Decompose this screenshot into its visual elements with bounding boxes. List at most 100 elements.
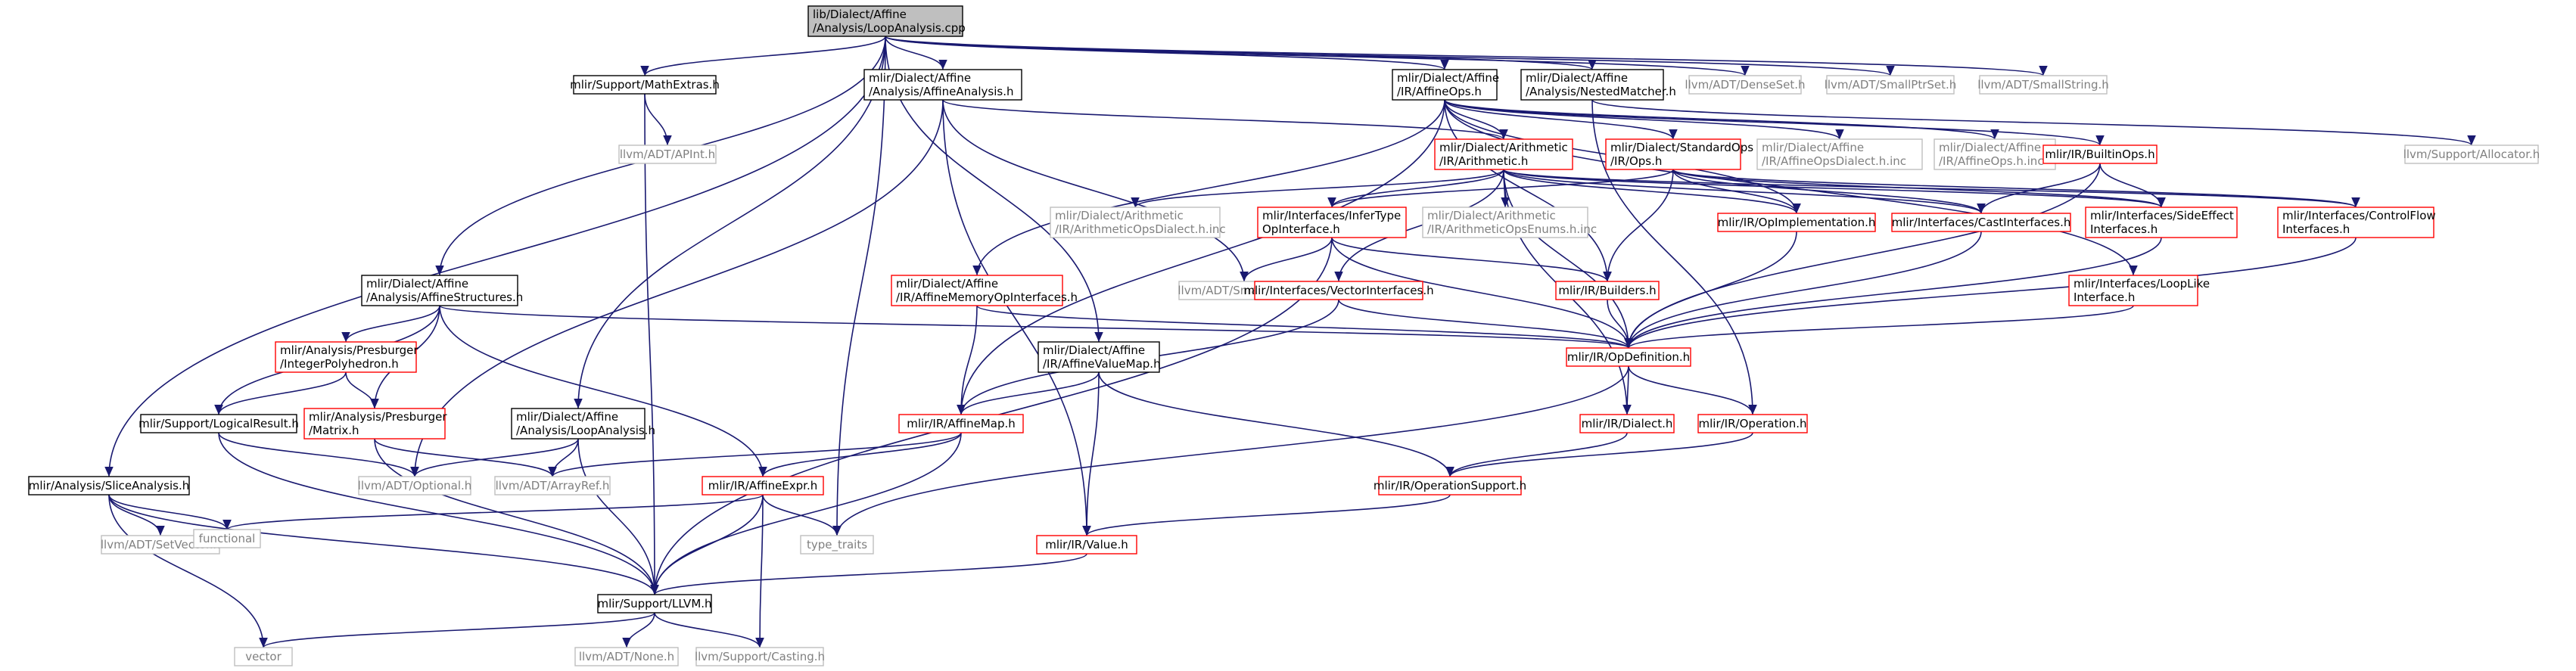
node-nestedmatcher[interactable]: mlir/Dialect/Affine/Analysis/NestedMatch… bbox=[1520, 69, 1676, 101]
dependency-edge-arith-to-sideeffect bbox=[1503, 169, 2166, 208]
dependency-edge-affineanalysis-to-arith bbox=[942, 99, 1508, 140]
dependency-edge-root-to-affineanalysis bbox=[885, 36, 947, 70]
dependency-edge-root-to-slice bbox=[104, 36, 886, 477]
node-label-line: mlir/Support/LogicalResult.h bbox=[138, 417, 299, 430]
dependency-edge-root-to-affineops bbox=[885, 36, 1449, 70]
node-affineops[interactable]: mlir/Dialect/Affine/IR/AffineOps.h bbox=[1392, 69, 1499, 101]
node-functional[interactable]: functional bbox=[193, 529, 261, 548]
dependency-edge-stdops-to-controlflow bbox=[1672, 169, 2360, 208]
node-label-line: llvm/Support/Allocator.h bbox=[2403, 148, 2540, 161]
node-logicalresult[interactable]: mlir/Support/LogicalResult.h bbox=[138, 414, 299, 433]
node-dialect[interactable]: mlir/IR/Dialect.h bbox=[1579, 414, 1675, 433]
dependency-edge-operation-to-opsupport bbox=[1445, 432, 1753, 477]
node-opsupport[interactable]: mlir/IR/OperationSupport.h bbox=[1374, 476, 1526, 495]
node-label-line: mlir/Dialect/Affine bbox=[1762, 141, 1864, 154]
node-affineanalysis[interactable]: mlir/Dialect/Affine/Analysis/AffineAnaly… bbox=[863, 69, 1022, 101]
node-loopanalysis[interactable]: mlir/Dialect/Affine/Analysis/LoopAnalysi… bbox=[511, 408, 655, 440]
node-casting[interactable]: llvm/Support/Casting.h bbox=[695, 647, 825, 666]
node-slice[interactable]: mlir/Analysis/SliceAnalysis.h bbox=[28, 476, 190, 495]
dependency-edge-stdops-to-infertype bbox=[1327, 169, 1674, 208]
node-opdef[interactable]: mlir/IR/OpDefinition.h bbox=[1566, 347, 1691, 367]
dependency-edge-vectorif-to-opdef bbox=[1338, 299, 1633, 349]
node-affineopsinc[interactable]: mlir/Dialect/Affine/IR/AffineOps.h.inc bbox=[1934, 138, 2056, 170]
node-setvector[interactable]: llvm/ADT/SetVector.h bbox=[101, 535, 220, 555]
node-arrayref[interactable]: llvm/ADT/ArrayRef.h bbox=[494, 476, 611, 495]
node-smallstring[interactable]: llvm/ADT/SmallString.h bbox=[1977, 75, 2109, 95]
node-label-line: OpInterface.h bbox=[1262, 222, 1340, 236]
node-label-line: mlir/IR/Value.h bbox=[1045, 538, 1128, 551]
node-matrix[interactable]: mlir/Analysis/Presburger/Matrix.h bbox=[303, 408, 447, 440]
node-arithdialectinc[interactable]: mlir/Dialect/Arithmetic/IR/ArithmeticOps… bbox=[1050, 207, 1226, 238]
node-arith[interactable]: mlir/Dialect/Arithmetic/IR/Arithmetic.h bbox=[1434, 138, 1573, 170]
node-apint[interactable]: llvm/ADT/APInt.h bbox=[618, 144, 717, 164]
node-llvmh[interactable]: mlir/Support/LLVM.h bbox=[597, 594, 712, 614]
node-operation[interactable]: mlir/IR/Operation.h bbox=[1697, 414, 1808, 433]
node-intpoly[interactable]: mlir/Analysis/Presburger/IntegerPolyhedr… bbox=[275, 341, 418, 373]
node-stdops[interactable]: mlir/Dialect/StandardOps/IR/Ops.h bbox=[1605, 138, 1753, 170]
node-label-line: mlir/Interfaces/LoopLike bbox=[2074, 277, 2210, 290]
node-affineexpr[interactable]: mlir/IR/AffineExpr.h bbox=[702, 476, 824, 495]
node-label-line: mlir/Interfaces/ControlFlow bbox=[2282, 209, 2436, 222]
node-label-line: mlir/IR/AffineMap.h bbox=[907, 417, 1016, 430]
node-affinemap[interactable]: mlir/IR/AffineMap.h bbox=[898, 414, 1024, 433]
node-vector[interactable]: vector bbox=[234, 647, 293, 666]
node-vectorif[interactable]: mlir/Interfaces/VectorInterfaces.h bbox=[1243, 281, 1434, 300]
dependency-edge-root-to-smallptrset bbox=[885, 36, 1895, 76]
node-arithenumsinc[interactable]: mlir/Dialect/Arithmetic/IR/ArithmeticOps… bbox=[1422, 207, 1597, 238]
node-builtinops[interactable]: mlir/IR/BuiltinOps.h bbox=[2042, 144, 2158, 164]
node-box bbox=[1257, 207, 1407, 238]
node-box bbox=[2277, 207, 2434, 238]
node-affinememop[interactable]: mlir/Dialect/Affine/IR/AffineMemoryOpInt… bbox=[891, 275, 1078, 306]
node-densemap[interactable]: llvm/ADT/DenseSet.h bbox=[1685, 75, 1806, 95]
node-label-line: mlir/Dialect/Affine bbox=[869, 71, 971, 85]
node-allocator[interactable]: llvm/Support/Allocator.h bbox=[2403, 144, 2540, 164]
node-label-line: lib/Dialect/Affine bbox=[813, 8, 907, 21]
node-label-line: mlir/Analysis/Presburger bbox=[280, 343, 418, 357]
node-box bbox=[1688, 75, 1802, 95]
node-builders[interactable]: mlir/IR/Builders.h bbox=[1555, 281, 1660, 300]
node-none[interactable]: llvm/ADT/None.h bbox=[574, 647, 679, 666]
node-box bbox=[618, 144, 717, 164]
node-box bbox=[1434, 138, 1573, 170]
node-label-line: mlir/Dialect/Arithmetic bbox=[1055, 209, 1184, 222]
node-optional[interactable]: llvm/ADT/Optional.h bbox=[358, 476, 472, 495]
node-affinedialectinc[interactable]: mlir/Dialect/Affine/IR/AffineOpsDialect.… bbox=[1756, 138, 1923, 170]
node-typetraits[interactable]: type_traits bbox=[800, 535, 874, 555]
node-affinevaluemap[interactable]: mlir/Dialect/Affine/IR/AffineValueMap.h bbox=[1038, 341, 1161, 373]
node-box bbox=[1579, 414, 1675, 433]
node-mathextras[interactable]: mlir/Support/MathExtras.h bbox=[570, 75, 720, 95]
dependency-edge-affinestructures-to-affineexpr bbox=[439, 305, 767, 477]
node-box bbox=[1697, 414, 1808, 433]
dependency-edge-intpoly-to-logicalresult bbox=[214, 371, 347, 415]
node-value[interactable]: mlir/IR/Value.h bbox=[1036, 535, 1137, 555]
node-label-line: llvm/ADT/Optional.h bbox=[358, 479, 472, 492]
dependency-edge-affineexpr-to-llvmh bbox=[650, 494, 764, 595]
node-label-line: mlir/Dialect/StandardOps bbox=[1610, 141, 1753, 154]
node-affinestructures[interactable]: mlir/Dialect/Affine/Analysis/AffineStruc… bbox=[361, 275, 523, 306]
node-box bbox=[1036, 535, 1137, 555]
dependency-edge-root-to-mathextras bbox=[640, 36, 886, 76]
node-opimpl[interactable]: mlir/IR/OpImplementation.h bbox=[1717, 213, 1876, 232]
node-box bbox=[2068, 275, 2198, 306]
dependency-edge-affinevaluemap-to-opsupport bbox=[1098, 371, 1454, 477]
node-label-line: llvm/ADT/APInt.h bbox=[620, 148, 715, 161]
node-label-line: mlir/Support/MathExtras.h bbox=[570, 78, 720, 92]
node-box bbox=[2042, 144, 2158, 164]
node-label-line: /IR/AffineOps.h bbox=[1397, 85, 1482, 98]
node-label-line: mlir/Analysis/Presburger bbox=[309, 410, 447, 424]
dependency-edge-infertype-to-builders bbox=[1331, 237, 1612, 282]
node-label-line: mlir/IR/AffineExpr.h bbox=[708, 479, 818, 492]
node-label-line: mlir/Dialect/Affine bbox=[896, 277, 998, 290]
node-box bbox=[28, 476, 190, 495]
node-castif[interactable]: mlir/Interfaces/CastInterfaces.h bbox=[1891, 213, 2071, 232]
node-box bbox=[1979, 75, 2108, 95]
node-label-line: mlir/Interfaces/CastInterfaces.h bbox=[1892, 216, 2071, 229]
dependency-edge-looplike-to-opdef bbox=[1624, 305, 2134, 349]
dependency-edge-arith-to-castif bbox=[1503, 169, 1986, 214]
node-smallptrset[interactable]: llvm/ADT/SmallPtrSet.h bbox=[1825, 75, 1957, 95]
